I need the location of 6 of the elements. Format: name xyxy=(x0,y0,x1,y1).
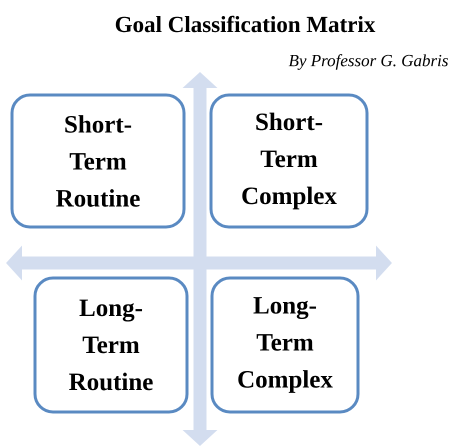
quadrant-box: Short-Term Complex xyxy=(210,94,368,228)
title: Goal Classification Matrix xyxy=(116,16,376,32)
quadrant-box: Long-Term Routine xyxy=(34,276,188,414)
quadrant-box: Short-Term Routine xyxy=(10,94,186,228)
byline: By Professor G. Gabris xyxy=(288,54,448,70)
quadrant-box: Long-Term Complex xyxy=(210,276,360,414)
